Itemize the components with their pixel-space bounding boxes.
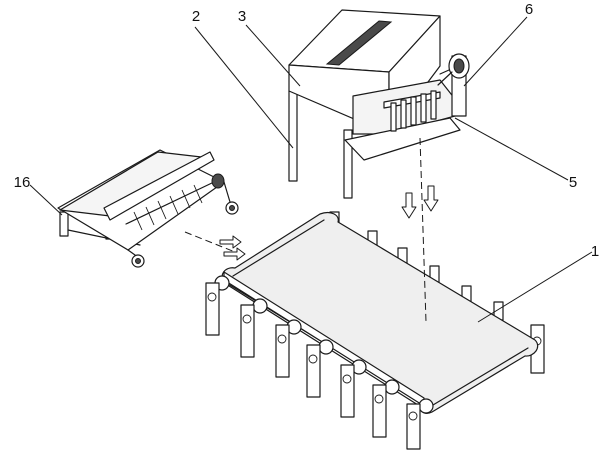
label-16: 16 bbox=[14, 174, 31, 191]
label-3: 3 bbox=[238, 8, 246, 25]
label-1: 1 bbox=[591, 243, 599, 260]
auger-screw bbox=[125, 173, 225, 231]
machine-housing bbox=[288, 9, 470, 199]
label-2: 2 bbox=[192, 8, 200, 25]
belt-surface bbox=[221, 211, 539, 414]
cart-wheels bbox=[127, 181, 239, 268]
feeder-cart bbox=[57, 149, 239, 268]
drive-motor bbox=[439, 53, 470, 117]
right-arrow-upper bbox=[219, 235, 242, 249]
label-5: 5 bbox=[569, 174, 577, 191]
label-6: 6 bbox=[525, 1, 533, 18]
leader-lines bbox=[29, 16, 593, 323]
reference-labels: 1 2 3 5 6 16 bbox=[14, 1, 600, 260]
down-arrow-left bbox=[401, 192, 417, 219]
right-arrow-lower bbox=[223, 247, 246, 261]
conveyor-belt bbox=[205, 211, 545, 450]
tine-rack bbox=[383, 71, 453, 132]
conveyor-front-supports bbox=[205, 282, 421, 450]
flow-indicators bbox=[184, 137, 439, 323]
down-arrow-right bbox=[423, 185, 439, 212]
